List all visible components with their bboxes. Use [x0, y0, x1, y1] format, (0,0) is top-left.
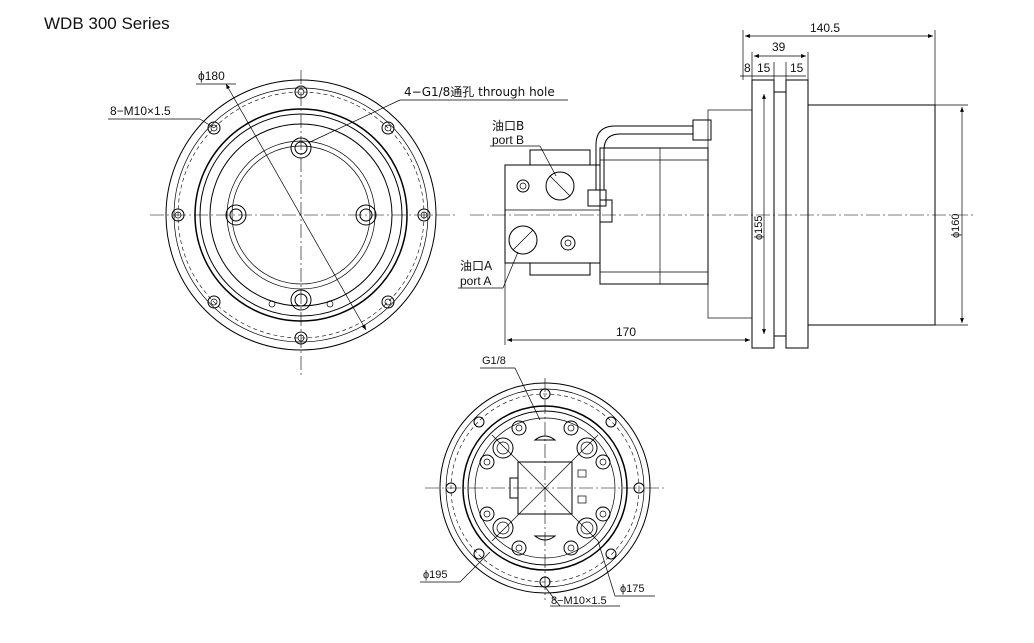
port-b-cn-label: 油口B: [492, 119, 524, 133]
rear-view: G1/8 ϕ195 ϕ175 8−M10×1.5: [420, 355, 665, 607]
rear-phi195-label: ϕ195: [423, 569, 448, 581]
front-phi180-label: ϕ180: [198, 69, 225, 83]
side-view: 140.5 39 8 15 15 170 ϕ155 ϕ160 油口B port …: [458, 21, 975, 349]
rear-phi175-label: ϕ175: [620, 583, 645, 595]
front-view: ϕ180 8−M10×1.5 4−G1/8通孔 through hole: [108, 69, 568, 375]
port-a-cn-label: 油口A: [460, 259, 493, 273]
dim-15b: 15: [790, 61, 804, 75]
rear-g18-label: G1/8: [482, 355, 506, 367]
port-a-circle: [508, 225, 538, 255]
port-a-en-label: port A: [460, 274, 491, 288]
port-b-circle: [545, 171, 575, 201]
dim-170: 170: [616, 325, 636, 339]
rear-inner-holes: [479, 420, 611, 556]
drawing-title: WDB 300 Series: [44, 14, 170, 33]
front-outer-flange: [165, 79, 437, 351]
front-through-hole-label: 4−G1/8通孔 through hole: [404, 85, 555, 99]
dim-15a: 15: [757, 61, 771, 75]
rear-outer-flange: [439, 382, 651, 594]
dim-8: 8: [744, 61, 751, 75]
dim-phi160: ϕ160: [950, 213, 962, 238]
dim-140-5: 140.5: [810, 21, 840, 35]
port-b-en-label: port B: [492, 133, 524, 147]
dim-39: 39: [772, 40, 786, 54]
dim-phi155: ϕ155: [753, 215, 765, 240]
rear-bolt-label: 8−M10×1.5: [551, 595, 607, 607]
front-bolt-holes: [171, 85, 431, 345]
rear-bolt-holes: [445, 388, 645, 588]
front-bolt-label: 8−M10×1.5: [110, 104, 171, 118]
